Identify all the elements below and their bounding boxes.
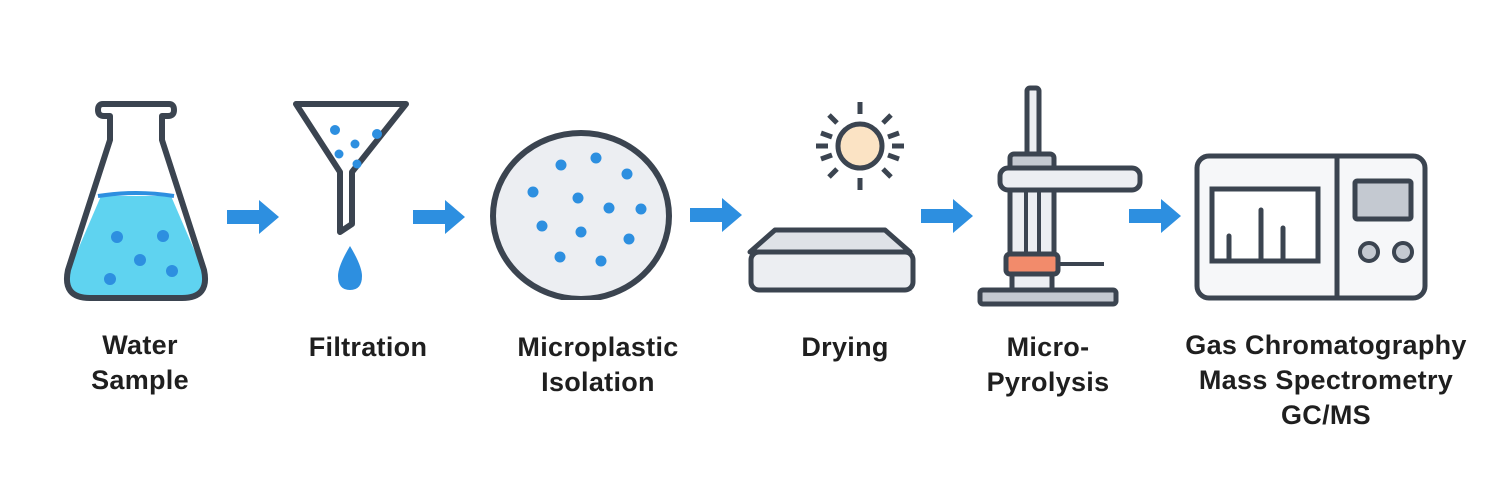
step-label-filtration: Filtration bbox=[308, 332, 428, 362]
sun-tray-icon bbox=[747, 102, 916, 293]
step-label-micro-pyrolysis: Micro- Pyrolysis bbox=[986, 332, 1110, 397]
arrow-right-icon bbox=[227, 200, 279, 234]
step-label-water-sample: Water Sample bbox=[91, 330, 189, 395]
petri-dish-icon bbox=[490, 130, 672, 300]
funnel-icon bbox=[293, 101, 409, 290]
pyrolyzer-icon bbox=[977, 85, 1143, 307]
gc-ms-instrument-icon bbox=[1194, 153, 1428, 301]
step-label-drying: Drying bbox=[801, 332, 889, 362]
arrow-right-icon bbox=[1129, 199, 1181, 233]
step-label-microplastic-isolation: Microplastic Isolation bbox=[517, 332, 679, 397]
flask-icon bbox=[64, 101, 208, 301]
sun-icon bbox=[816, 102, 904, 190]
tray-icon bbox=[747, 227, 916, 293]
arrow-right-icon bbox=[690, 198, 742, 232]
arrow-right-icon bbox=[413, 200, 465, 234]
chromatogram-screen-icon bbox=[1209, 186, 1321, 264]
arrow-right-icon bbox=[921, 199, 973, 233]
step-label-gcms: Gas Chromatography Mass Spectrometry GC/… bbox=[1185, 330, 1467, 430]
